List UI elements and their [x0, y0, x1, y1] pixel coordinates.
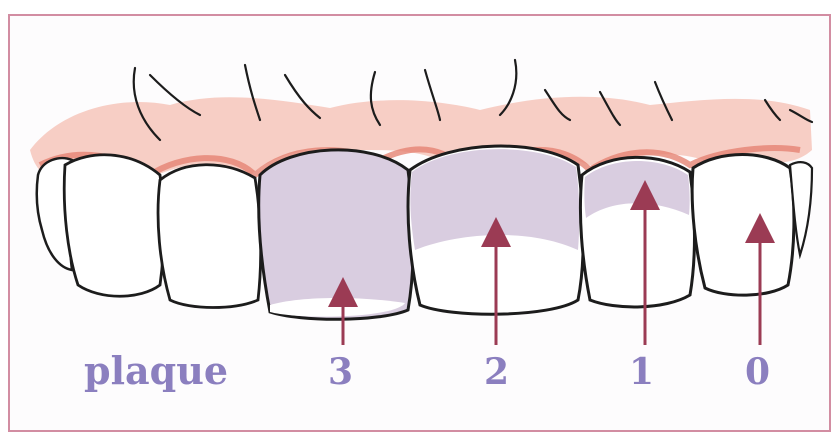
score-label-0: 0 [745, 354, 770, 390]
tooth-score-0 [692, 155, 794, 296]
score-label-2: 2 [484, 354, 509, 390]
score-label-3: 3 [328, 354, 353, 390]
plaque-label: plaque [84, 352, 228, 390]
score-label-1: 1 [629, 354, 654, 390]
tooth-left-lateral [158, 165, 261, 308]
teeth [37, 146, 812, 319]
tooth-left-canine [64, 155, 164, 296]
tooth-score-3 [259, 150, 414, 319]
